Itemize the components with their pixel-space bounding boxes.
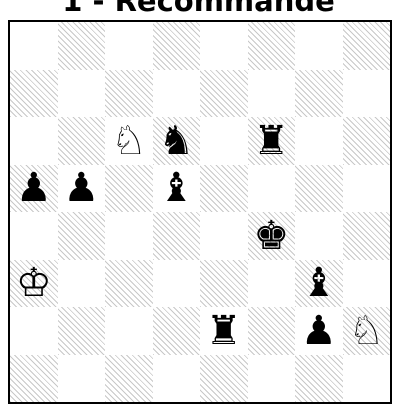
square-g1[interactable] [295, 355, 343, 403]
square-h3[interactable] [343, 260, 391, 308]
chess-board[interactable]: ♘♞♜♟♟♝♚♔♝♜♟♘ [8, 20, 392, 404]
square-d1[interactable] [153, 355, 201, 403]
square-g3[interactable]: ♝ [295, 260, 343, 308]
square-g5[interactable] [295, 165, 343, 213]
square-g2[interactable]: ♟ [295, 307, 343, 355]
black-pawn-icon[interactable]: ♟ [295, 311, 343, 351]
square-h6[interactable] [343, 117, 391, 165]
square-c5[interactable] [105, 165, 153, 213]
square-f2[interactable] [248, 307, 296, 355]
black-king-icon[interactable]: ♚ [248, 216, 296, 256]
square-d8[interactable] [153, 22, 201, 70]
square-b1[interactable] [58, 355, 106, 403]
square-a6[interactable] [10, 117, 58, 165]
puzzle-title: 1 - Recommande [0, 0, 397, 16]
square-a7[interactable] [10, 70, 58, 118]
white-knight-icon[interactable]: ♘ [105, 121, 153, 161]
square-h1[interactable] [343, 355, 391, 403]
square-e7[interactable] [200, 70, 248, 118]
square-e3[interactable] [200, 260, 248, 308]
square-c7[interactable] [105, 70, 153, 118]
square-e1[interactable] [200, 355, 248, 403]
square-g8[interactable] [295, 22, 343, 70]
square-d7[interactable] [153, 70, 201, 118]
square-e2[interactable]: ♜ [200, 307, 248, 355]
square-e4[interactable] [200, 212, 248, 260]
square-d3[interactable] [153, 260, 201, 308]
white-knight-icon[interactable]: ♘ [343, 311, 391, 351]
square-f7[interactable] [248, 70, 296, 118]
square-d2[interactable] [153, 307, 201, 355]
square-d5[interactable]: ♝ [153, 165, 201, 213]
square-a3[interactable]: ♔ [10, 260, 58, 308]
black-pawn-icon[interactable]: ♟ [10, 168, 58, 208]
square-a8[interactable] [10, 22, 58, 70]
black-pawn-icon[interactable]: ♟ [58, 168, 106, 208]
square-g6[interactable] [295, 117, 343, 165]
square-h5[interactable] [343, 165, 391, 213]
square-f4[interactable]: ♚ [248, 212, 296, 260]
square-a1[interactable] [10, 355, 58, 403]
square-c1[interactable] [105, 355, 153, 403]
square-h4[interactable] [343, 212, 391, 260]
square-f1[interactable] [248, 355, 296, 403]
square-c2[interactable] [105, 307, 153, 355]
square-b6[interactable] [58, 117, 106, 165]
square-c3[interactable] [105, 260, 153, 308]
square-f6[interactable]: ♜ [248, 117, 296, 165]
square-g4[interactable] [295, 212, 343, 260]
square-c6[interactable]: ♘ [105, 117, 153, 165]
square-b2[interactable] [58, 307, 106, 355]
square-d4[interactable] [153, 212, 201, 260]
square-a2[interactable] [10, 307, 58, 355]
square-d6[interactable]: ♞ [153, 117, 201, 165]
square-h7[interactable] [343, 70, 391, 118]
square-e6[interactable] [200, 117, 248, 165]
square-f5[interactable] [248, 165, 296, 213]
square-b3[interactable] [58, 260, 106, 308]
square-a5[interactable]: ♟ [10, 165, 58, 213]
white-king-icon[interactable]: ♔ [10, 263, 58, 303]
square-a4[interactable] [10, 212, 58, 260]
square-e8[interactable] [200, 22, 248, 70]
square-b8[interactable] [58, 22, 106, 70]
square-b7[interactable] [58, 70, 106, 118]
square-h8[interactable] [343, 22, 391, 70]
square-f3[interactable] [248, 260, 296, 308]
square-b5[interactable]: ♟ [58, 165, 106, 213]
square-h2[interactable]: ♘ [343, 307, 391, 355]
black-bishop-icon[interactable]: ♝ [295, 263, 343, 303]
square-g7[interactable] [295, 70, 343, 118]
black-rook-icon[interactable]: ♜ [248, 121, 296, 161]
square-c8[interactable] [105, 22, 153, 70]
square-c4[interactable] [105, 212, 153, 260]
square-b4[interactable] [58, 212, 106, 260]
square-f8[interactable] [248, 22, 296, 70]
square-e5[interactable] [200, 165, 248, 213]
black-rook-icon[interactable]: ♜ [200, 311, 248, 351]
black-bishop-icon[interactable]: ♝ [153, 168, 201, 208]
black-knight-icon[interactable]: ♞ [153, 121, 201, 161]
